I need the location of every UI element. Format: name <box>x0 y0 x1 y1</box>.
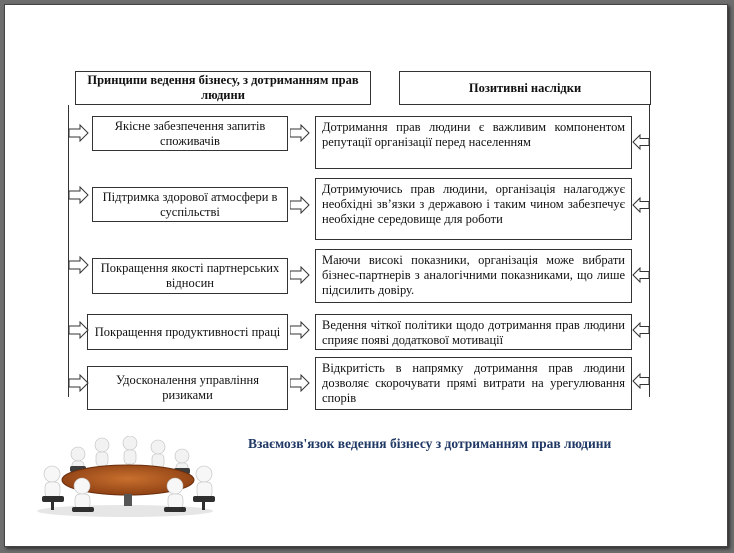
principle-box-1: Якісне забезпечення запитів споживачів <box>92 116 288 151</box>
consequence-text: Ведення чіткої політики щодо дотримання … <box>322 318 625 347</box>
principle-text: Покращення продуктивності праці <box>94 324 281 339</box>
consequence-text: Відкритість в напрямку дотримання прав л… <box>322 361 625 405</box>
principle-text: Покращення якості партнерських відносин <box>100 261 280 290</box>
arrow-right-icon <box>69 374 89 392</box>
principle-box-4: Покращення продуктивності праці <box>87 314 288 350</box>
consequence-text: Маючи високі показники, організація може… <box>322 253 625 297</box>
arrow-right-icon <box>290 196 310 214</box>
principle-text: Підтримка здорової атмосфери в суспільст… <box>102 189 278 219</box>
header-principles: Принципи ведення бізнесу, з дотриманням … <box>75 71 371 105</box>
consequence-box-5: Відкритість в напрямку дотримання прав л… <box>315 357 632 410</box>
principle-box-5: Удосконалення управління ризиками <box>87 366 288 410</box>
principle-text: Удосконалення управління ризиками <box>116 373 259 402</box>
consequence-box-4: Ведення чіткої політики щодо дотримання … <box>315 314 632 350</box>
header-consequences-text: Позитивні наслідки <box>468 80 582 95</box>
consequence-text: Дотримання прав людини є важливим компон… <box>322 120 625 149</box>
arrow-left-icon <box>632 373 649 389</box>
principle-box-2: Підтримка здорової атмосфери в суспільст… <box>92 187 288 222</box>
arrow-right-icon <box>69 321 89 339</box>
business-meeting-round-table-icon <box>37 436 215 517</box>
arrow-right-icon <box>69 256 89 274</box>
left-spine <box>68 105 69 397</box>
consequence-text: Дотримуючись прав людини, організація на… <box>322 182 625 226</box>
consequence-box-1: Дотримання прав людини є важливим компон… <box>315 116 632 169</box>
arrow-right-icon <box>69 186 89 204</box>
arrow-left-icon <box>632 134 649 150</box>
diagram-caption: Взаємозв'язок ведення бізнесу з дотриман… <box>248 436 612 451</box>
principle-text: Якісне забезпечення запитів споживачів <box>114 118 266 148</box>
principle-box-3: Покращення якості партнерських відносин <box>92 258 288 294</box>
header-consequences: Позитивні наслідки <box>399 71 651 105</box>
arrow-right-icon <box>290 321 310 339</box>
arrow-right-icon <box>290 374 310 392</box>
header-principles-text: Принципи ведення бізнесу, з дотриманням … <box>87 73 359 102</box>
consequence-box-3: Маючи високі показники, організація може… <box>315 249 632 303</box>
arrow-right-icon <box>290 266 310 284</box>
right-spine <box>649 105 650 397</box>
arrow-right-icon <box>290 124 310 142</box>
arrow-right-icon <box>69 124 89 142</box>
arrow-left-icon <box>632 322 649 338</box>
consequence-box-2: Дотримуючись прав людини, організація на… <box>315 178 632 240</box>
arrow-left-icon <box>632 197 649 213</box>
arrow-left-icon <box>632 267 649 283</box>
